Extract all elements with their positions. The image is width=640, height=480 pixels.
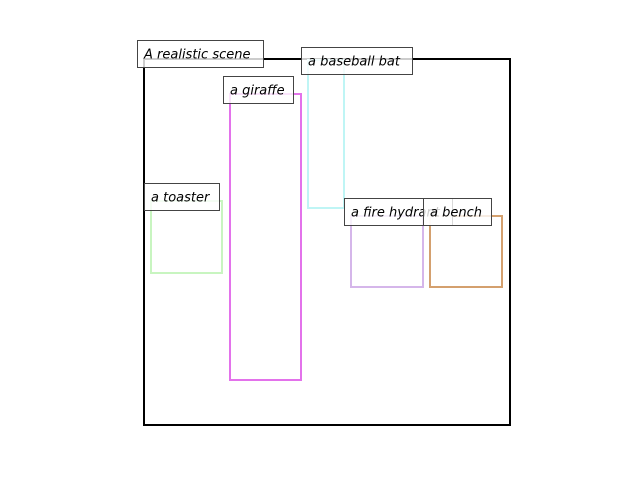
label-text-giraffe: a giraffe — [230, 84, 285, 99]
label-bench: a bench — [423, 198, 492, 226]
caption-label: A realistic scene — [137, 40, 264, 68]
label-toaster: a toaster — [144, 183, 220, 211]
label-text-baseball-bat: a baseball bat — [308, 55, 401, 70]
scene-frame — [143, 58, 511, 426]
label-text-fire-hydrant: a fire hydrant — [351, 206, 441, 221]
label-text-bench: a bench — [430, 206, 482, 221]
box-fire-hydrant — [350, 215, 424, 288]
label-baseball-bat: a baseball bat — [301, 47, 413, 75]
caption-text: A realistic scene — [143, 48, 250, 63]
box-baseball-bat — [307, 59, 345, 209]
box-toaster — [150, 200, 223, 274]
box-bench — [429, 215, 503, 288]
label-giraffe: a giraffe — [223, 76, 294, 104]
label-text-toaster: a toaster — [151, 191, 211, 206]
box-giraffe — [229, 93, 302, 381]
